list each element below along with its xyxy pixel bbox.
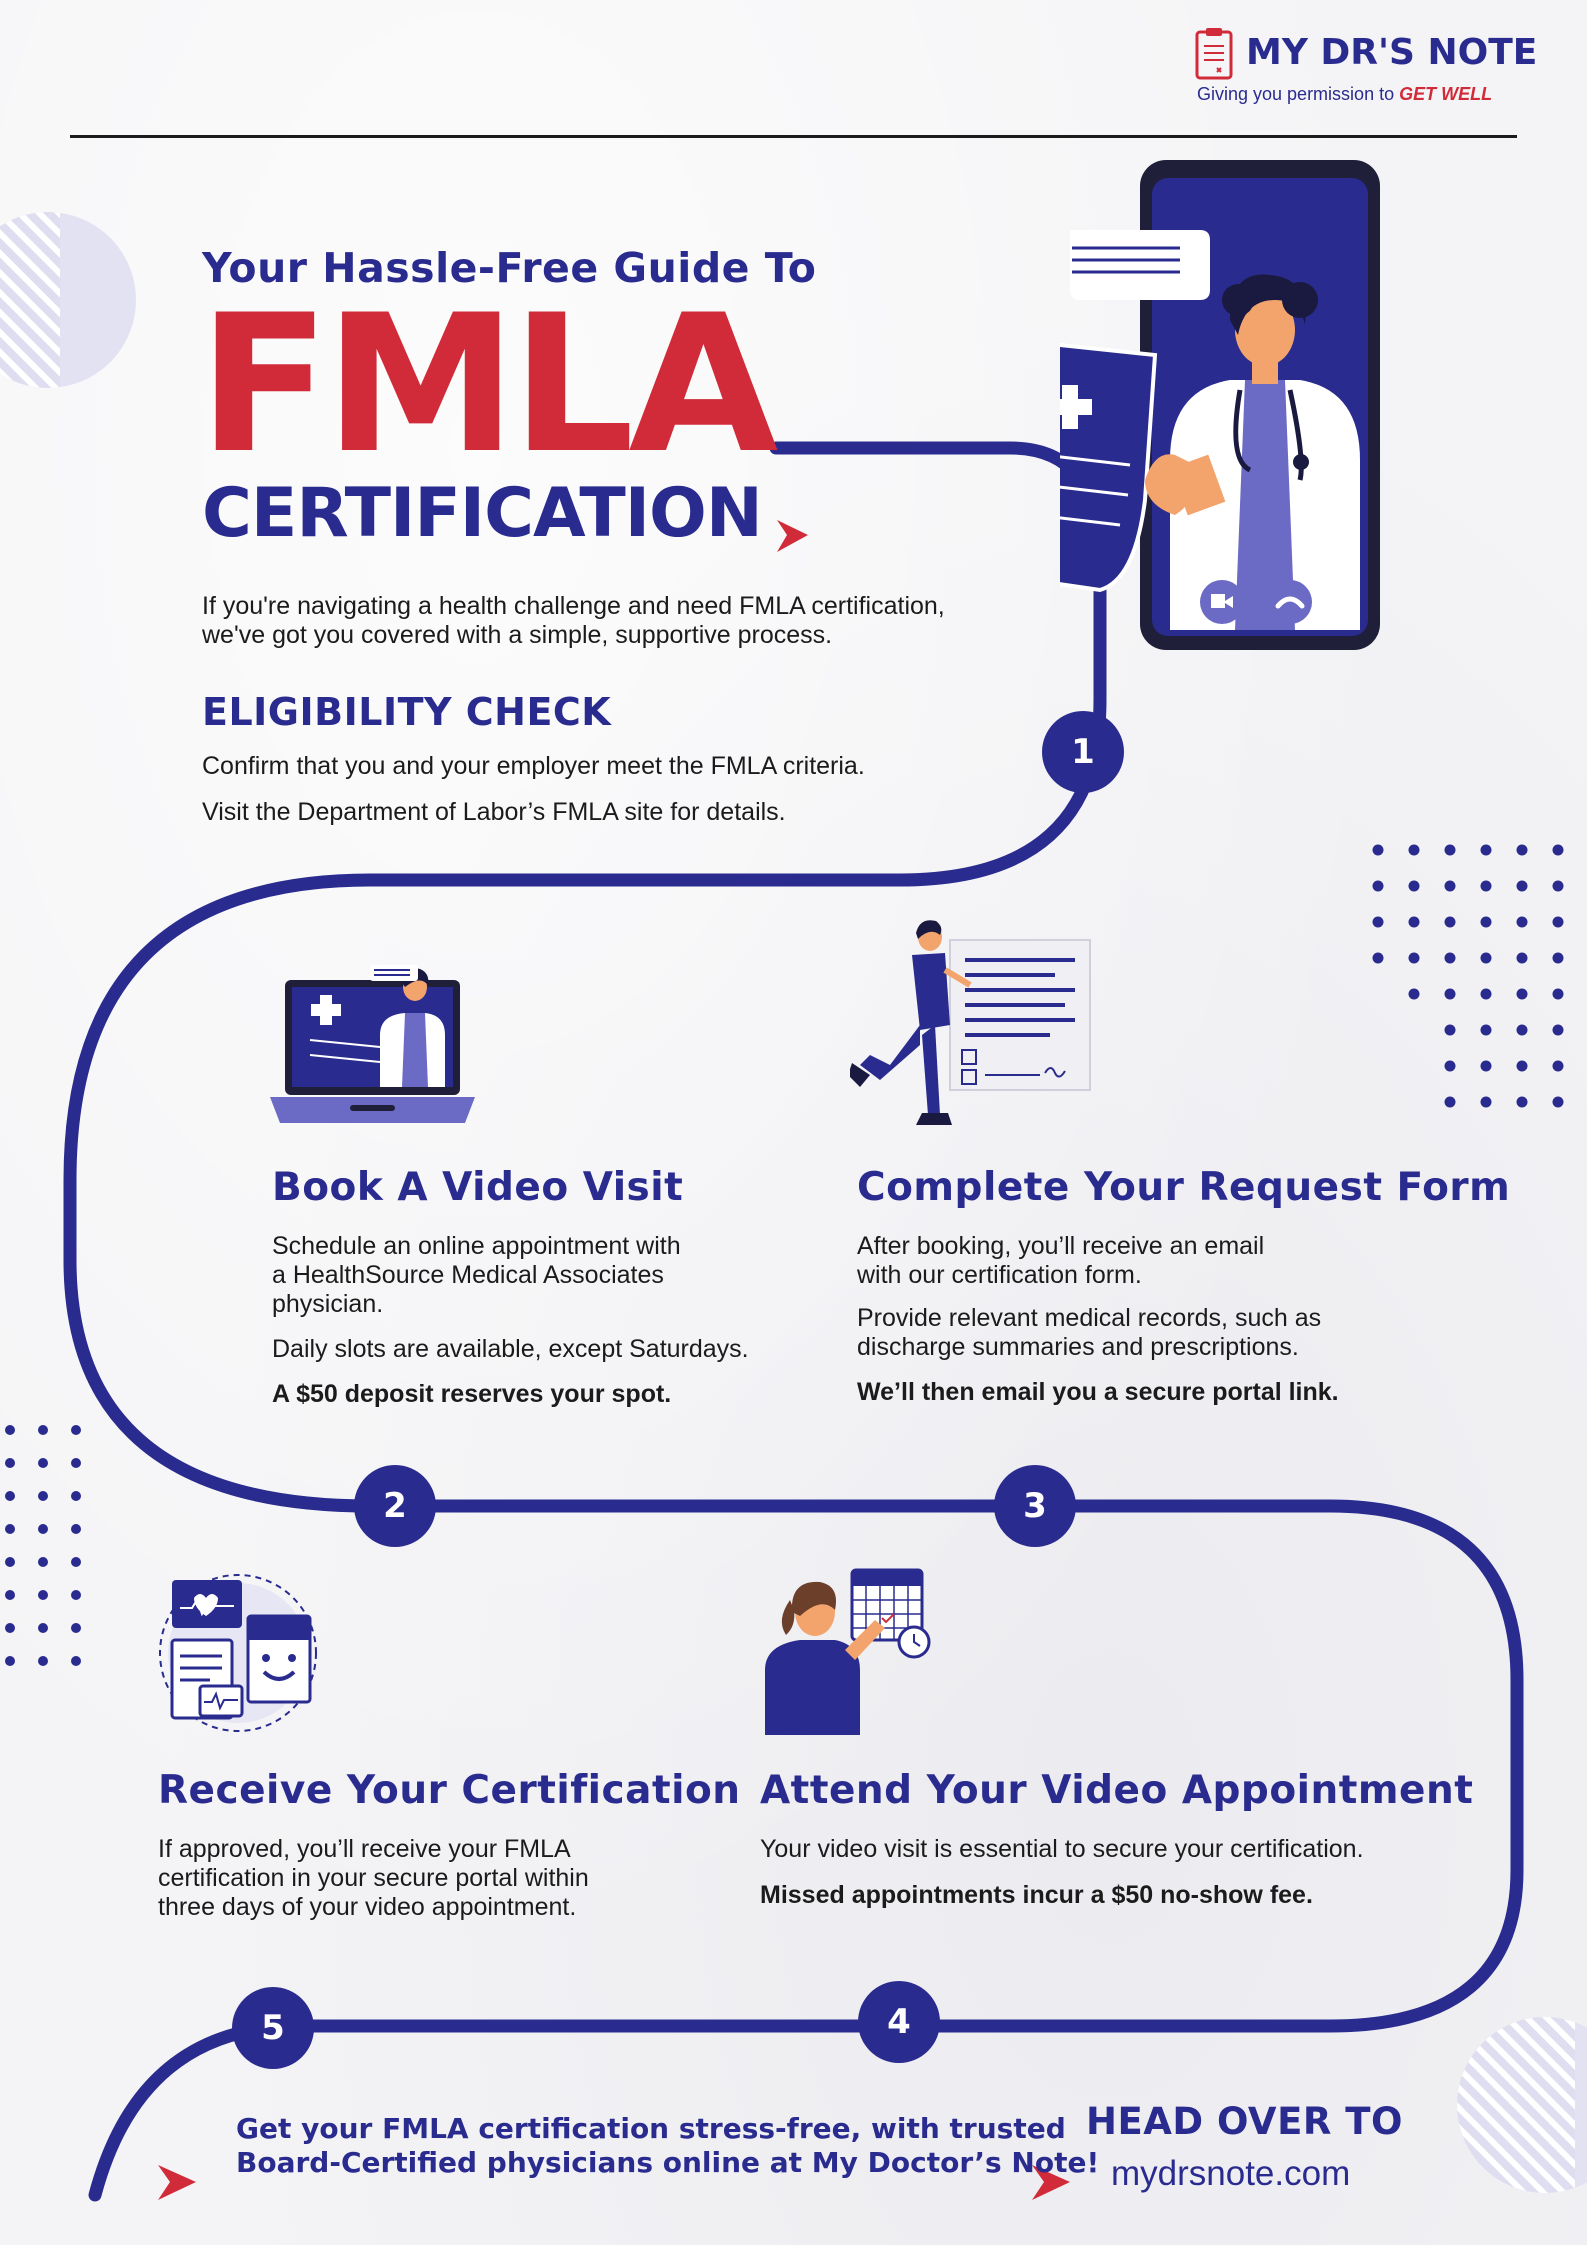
decor-circle-bottom-right bbox=[1457, 2017, 1587, 2193]
step-5-p1-line1: If approved, you’ll receive your FMLA bbox=[158, 1835, 571, 1863]
step-2-p1-line2: a HealthSource Medical Associates bbox=[272, 1261, 664, 1289]
step-2-text: Schedule an online appointment with a He… bbox=[272, 1232, 749, 1409]
step-5-text: If approved, you’ll receive your FMLA ce… bbox=[158, 1835, 589, 1922]
intro-line-1: If you're navigating a health challenge … bbox=[202, 592, 945, 620]
step-number-5: 5 bbox=[232, 1987, 314, 2069]
footer-cta: Get your FMLA certification stress-free,… bbox=[236, 2112, 1099, 2180]
request-form-illustration bbox=[850, 920, 1091, 1125]
step-number-4: 4 bbox=[858, 1981, 940, 2063]
hero-title: FMLA bbox=[198, 274, 778, 495]
eligibility-text: Confirm that you and your employer meet … bbox=[202, 752, 865, 827]
certification-documents-illustration bbox=[159, 1574, 317, 1732]
step-2-heading: Book A Video Visit bbox=[272, 1165, 684, 1210]
eligibility-p1: Confirm that you and your employer meet … bbox=[202, 752, 865, 780]
header-divider bbox=[70, 135, 1517, 138]
step-4-p1: Your video visit is essential to secure … bbox=[760, 1835, 1364, 1863]
step-3-p2-line1: Provide relevant medical records, such a… bbox=[857, 1304, 1322, 1332]
dot-grid-top-right bbox=[1372, 844, 1564, 1108]
eligibility-heading: ELIGIBILITY CHECK bbox=[202, 690, 612, 734]
footer-cta-line1: Get your FMLA certification stress-free,… bbox=[236, 2112, 1066, 2145]
arrow-icon bbox=[777, 520, 808, 552]
step-number-2: 2 bbox=[354, 1465, 436, 1547]
step-number-3: 3 bbox=[994, 1465, 1076, 1547]
step-5-p1-line3: three days of your video appointment. bbox=[158, 1893, 577, 1921]
clipboard-icon bbox=[1195, 28, 1233, 80]
footer-cta-line2: Board-Certified physicians online at My … bbox=[236, 2146, 1100, 2179]
arrow-icon bbox=[1032, 2165, 1070, 2200]
hero-pretitle: Your Hassle-Free Guide To bbox=[202, 244, 817, 292]
brand-tagline: Giving you permission to GET WELL bbox=[1197, 84, 1492, 105]
tagline-prefix: Giving you permission to bbox=[1197, 84, 1395, 104]
brand-name: MY DR'S NOTE bbox=[1246, 32, 1538, 73]
step-4-heading: Attend Your Video Appointment bbox=[760, 1768, 1474, 1813]
step-number-1: 1 bbox=[1042, 711, 1124, 793]
eligibility-p2: Visit the Department of Labor’s FMLA sit… bbox=[202, 798, 786, 826]
laptop-video-illustration bbox=[270, 965, 475, 1123]
footer-url-link[interactable]: mydrsnote.com bbox=[1111, 2154, 1351, 2193]
calendar-appointment-illustration bbox=[765, 1568, 931, 1735]
step-4-p2: Missed appointments incur a $50 no-show … bbox=[760, 1881, 1313, 1909]
step-5-heading: Receive Your Certification bbox=[158, 1768, 741, 1813]
footer-head-over: HEAD OVER TO bbox=[1086, 2100, 1403, 2143]
brand-logo[interactable] bbox=[1195, 26, 1233, 85]
dot-grid-left bbox=[5, 1425, 81, 1666]
hero-intro: If you're navigating a health challenge … bbox=[202, 592, 945, 650]
step-3-p3: We’ll then email you a secure portal lin… bbox=[857, 1378, 1339, 1406]
step-4-text: Your video visit is essential to secure … bbox=[760, 1835, 1364, 1910]
step-3-p2-line2: discharge summaries and prescriptions. bbox=[857, 1333, 1299, 1361]
hero-subtitle: CERTIFICATION bbox=[202, 474, 763, 553]
step-2-p3: A $50 deposit reserves your spot. bbox=[272, 1380, 672, 1408]
tagline-emphasis: GET WELL bbox=[1399, 84, 1493, 104]
step-2-p1-line1: Schedule an online appointment with bbox=[272, 1232, 681, 1260]
decor-circle-top-left bbox=[0, 212, 136, 388]
arrow-icon bbox=[158, 2165, 196, 2200]
step-5-p1-line2: certification in your secure portal with… bbox=[158, 1864, 589, 1892]
step-3-p1-line2: with our certification form. bbox=[857, 1261, 1142, 1289]
step-3-text: After booking, you’ll receive an email w… bbox=[857, 1232, 1339, 1407]
process-path bbox=[63, 441, 1524, 2202]
step-3-heading: Complete Your Request Form bbox=[857, 1165, 1511, 1210]
intro-line-2: we've got you covered with a simple, sup… bbox=[202, 621, 833, 649]
phone-doctor-illustration bbox=[1060, 160, 1380, 650]
step-3-p1-line1: After booking, you’ll receive an email bbox=[857, 1232, 1265, 1260]
step-2-p2: Daily slots are available, except Saturd… bbox=[272, 1335, 749, 1363]
step-2-p1-line3: physician. bbox=[272, 1290, 384, 1318]
